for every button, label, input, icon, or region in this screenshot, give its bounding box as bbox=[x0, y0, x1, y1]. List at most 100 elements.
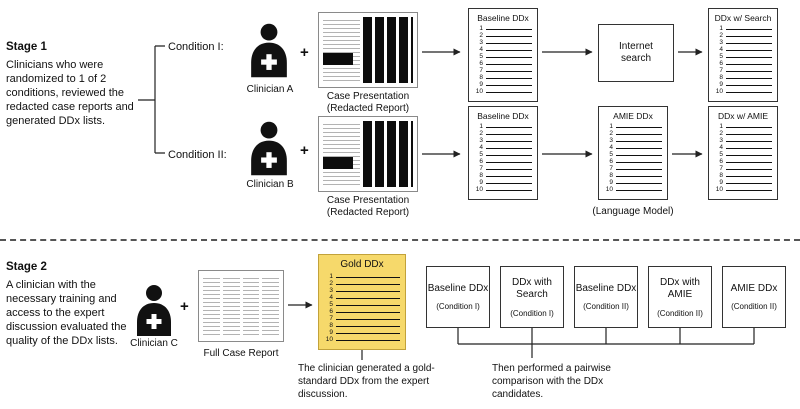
ddx-row: 5 bbox=[474, 54, 532, 61]
ddx-row: 3 bbox=[324, 288, 400, 295]
document-text-column bbox=[323, 121, 361, 187]
document-text-column bbox=[203, 275, 220, 337]
ddx-row: 3 bbox=[714, 138, 772, 145]
ddx-row: 5 bbox=[714, 54, 772, 61]
ddx-row: 2 bbox=[474, 131, 532, 138]
ddx-row: 10 bbox=[714, 187, 772, 194]
full-case-report-label: Full Case Report bbox=[203, 348, 279, 359]
ddx-row: 4 bbox=[324, 295, 400, 302]
ddx-row: 2 bbox=[714, 33, 772, 40]
comparison-box-title: AMIE DDx bbox=[730, 282, 778, 294]
clinician-a-label: Clinician A bbox=[246, 84, 294, 95]
ddx-row: 8 bbox=[324, 323, 400, 330]
comparison-box-search-cond1: DDx with Search (Condition I) bbox=[500, 266, 564, 328]
ddx-row: 4 bbox=[714, 145, 772, 152]
comparison-box-condition: (Condition I) bbox=[436, 302, 480, 312]
case-presentation-line2: (Redacted Report) bbox=[326, 103, 410, 114]
ddx-row: 1 bbox=[324, 273, 400, 281]
ddx-row: 4 bbox=[604, 145, 662, 152]
comparison-box-condition: (Condition II) bbox=[583, 302, 629, 312]
ddx-row: 6 bbox=[714, 61, 772, 68]
ddx-row: 9 bbox=[474, 82, 532, 89]
plus-sign: + bbox=[300, 142, 309, 159]
ddx-row: 7 bbox=[474, 68, 532, 75]
comparison-box-title: Baseline DDx bbox=[427, 282, 489, 294]
comparison-box-condition: (Condition II) bbox=[657, 308, 703, 318]
document-text-column bbox=[222, 275, 240, 337]
ddx-row: 10 bbox=[474, 187, 532, 194]
ddx-row: 9 bbox=[474, 180, 532, 187]
stage1-text-block: Stage 1 Clinicians who were randomized t… bbox=[6, 40, 138, 128]
ddx-row: 6 bbox=[324, 309, 400, 316]
ddx-row: 7 bbox=[714, 166, 772, 173]
ddx-row: 4 bbox=[714, 47, 772, 54]
ddx-row: 3 bbox=[474, 40, 532, 47]
stage2-description: A clinician with the necessary training … bbox=[6, 278, 127, 348]
ddx-row: 2 bbox=[714, 131, 772, 138]
ddx-row: 3 bbox=[474, 138, 532, 145]
case-presentation-thumbnail-2 bbox=[318, 116, 418, 192]
case-presentation-line2: (Redacted Report) bbox=[326, 207, 410, 218]
ddx-row: 6 bbox=[474, 61, 532, 68]
ddx-row: 8 bbox=[474, 173, 532, 180]
clinician-b-icon bbox=[248, 120, 290, 176]
ddx-row: 3 bbox=[714, 40, 772, 47]
ddx-row: 5 bbox=[604, 152, 662, 159]
clinician-c-label: Clinician C bbox=[130, 338, 178, 349]
ddx-row: 10 bbox=[604, 187, 662, 194]
ddx-row: 9 bbox=[324, 330, 400, 337]
stage1-title: Stage 1 bbox=[6, 41, 47, 53]
clinician-a-icon bbox=[248, 22, 290, 78]
ddx-row: 5 bbox=[474, 152, 532, 159]
ddx-row: 1 bbox=[714, 25, 772, 33]
ddx-row: 9 bbox=[714, 180, 772, 187]
ddx-row: 8 bbox=[604, 173, 662, 180]
gold-ddx-title: Gold DDx bbox=[340, 259, 384, 270]
ddx-row: 5 bbox=[324, 302, 400, 309]
condition2-label: Condition II: bbox=[168, 149, 227, 161]
internet-search-label: Internet search bbox=[619, 40, 653, 65]
case-presentation-label-2: Case Presentation (Redacted Report) bbox=[300, 195, 436, 219]
gold-ddx-caption: The clinician generated a gold-standard … bbox=[298, 363, 435, 400]
ddx-row: 1 bbox=[474, 25, 532, 33]
baseline-ddx-title: Baseline DDx bbox=[477, 111, 529, 121]
ddx-row: 6 bbox=[474, 159, 532, 166]
comparison-box-title: DDx with AMIE bbox=[659, 276, 700, 301]
stage2-title: Stage 2 bbox=[6, 261, 47, 273]
ddx-row: 7 bbox=[604, 166, 662, 173]
comparison-box-condition: (Condition I) bbox=[510, 308, 554, 318]
stage2-text-block: Stage 2 A clinician with the necessary t… bbox=[6, 260, 136, 348]
amie-ddx-title: AMIE DDx bbox=[613, 111, 653, 121]
ddx-row: 2 bbox=[324, 281, 400, 288]
comparison-box-amie-ddx-cond2: AMIE DDx (Condition II) bbox=[722, 266, 786, 328]
stage2-connectors bbox=[361, 328, 755, 360]
ddx-row: 1 bbox=[604, 123, 662, 131]
pairwise-caption: Then performed a pairwise comparison wit… bbox=[492, 363, 611, 400]
case-presentation-label-1: Case Presentation (Redacted Report) bbox=[300, 91, 436, 115]
ddx-row: 4 bbox=[474, 145, 532, 152]
ddx-row: 8 bbox=[474, 75, 532, 82]
stage-divider bbox=[0, 239, 800, 241]
ddx-with-amie-title: DDx w/ AMIE bbox=[717, 111, 769, 121]
comparison-box-title: DDx with Search bbox=[511, 276, 552, 301]
ddx-row: 7 bbox=[714, 68, 772, 75]
ddx-row: 10 bbox=[324, 337, 400, 344]
redaction-bars bbox=[363, 121, 413, 187]
internet-search-box: Internet search bbox=[598, 24, 674, 82]
baseline-ddx-title: Baseline DDx bbox=[477, 13, 529, 23]
comparison-box-baseline-cond1: Baseline DDx (Condition I) bbox=[426, 266, 490, 328]
case-presentation-line1: Case Presentation bbox=[326, 195, 410, 206]
stage1-description: Clinicians who were randomized to 1 of 2… bbox=[6, 58, 134, 128]
ddx-row: 1 bbox=[474, 123, 532, 131]
ddx-row: 2 bbox=[604, 131, 662, 138]
